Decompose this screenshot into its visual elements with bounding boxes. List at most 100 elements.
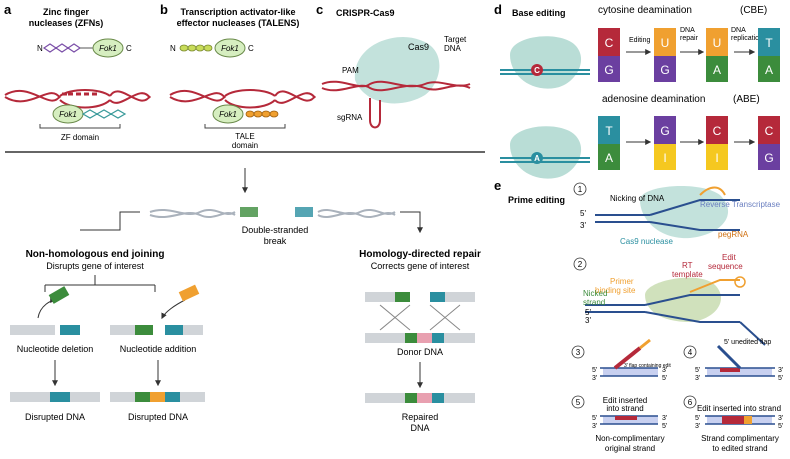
panel-a-letter: a (4, 2, 12, 17)
step-5-number: 5 (576, 398, 581, 407)
pegrna-label: pegRNA (718, 230, 749, 239)
talen-title-line1: Transcription activator-like (180, 7, 295, 17)
pe6-5prime-right: 5' (778, 423, 783, 430)
prime-editing-title: Prime editing (508, 195, 565, 205)
zfn-n-label: N (37, 44, 43, 53)
pe-cas9-1 (640, 185, 729, 239)
talen-c-label: C (248, 44, 254, 53)
cbe-tag: (CBE) (740, 5, 767, 16)
zfn-title-line1: Zinc finger (43, 7, 89, 17)
talen-fok1-label-bottom: Fok1 (219, 110, 237, 119)
fok1-label-top: Fok1 (99, 44, 117, 53)
cbe-top-2: U (661, 36, 670, 50)
repaired-dna-line2: DNA (410, 423, 429, 433)
zfn-title-line2: nucleases (ZFNs) (29, 18, 104, 28)
pe-dna-1 (595, 199, 740, 231)
pe4-5prime-left: 5' (695, 367, 700, 374)
zf-domain-label: ZF domain (61, 133, 99, 142)
ds-break-line1: Double-stranded (242, 225, 309, 235)
step6-dna (705, 415, 775, 425)
fok1-label-bottom: Fok1 (59, 110, 77, 119)
abe-top-1: T (605, 124, 613, 138)
abe-pair-1: T A (598, 116, 620, 170)
flap-edit-label: 3' flap containing edit (624, 363, 671, 369)
rt-template-line1: RT (682, 261, 693, 270)
cbe-pair-1: C G (598, 28, 620, 82)
comp-line1: Strand complimentary (701, 434, 779, 443)
abe-bottom-4: G (764, 151, 773, 165)
donor-dna-label: Donor DNA (397, 347, 443, 357)
pe4-5prime-right: 5' (778, 375, 783, 382)
zfn-dna (4, 89, 151, 109)
panel-d-letter: d (494, 2, 502, 17)
hdr-dna (365, 292, 475, 343)
cbe-base-pairs: C G Editing U G DNA repair U A DNA repli… (598, 27, 780, 82)
pe1-3prime: 3' (580, 221, 586, 230)
ds-break-line2: break (264, 236, 287, 246)
rt-template-line2: template (672, 270, 703, 279)
pe6-3prime-right: 3' (778, 415, 783, 422)
cbe-top-1: C (605, 36, 614, 50)
pe4-3prime-right: 3' (778, 367, 783, 374)
abe-bottom-3: I (715, 151, 718, 165)
target-dna-line2: DNA (444, 44, 462, 53)
abe-pair-4: C G (758, 116, 780, 170)
abe-bottom-1: A (605, 151, 613, 165)
edit-inserted-6: Edit inserted into strand (697, 404, 781, 413)
panel-a: a Zinc finger nucleases (ZFNs) N Fok1 C … (4, 2, 151, 142)
step-1-number: 1 (578, 185, 583, 194)
abe-bottom-2: I (663, 151, 666, 165)
base-editing-title: Base editing (512, 8, 566, 18)
pe2-5prime: 5' (585, 308, 591, 317)
deletion-dna (10, 286, 80, 335)
step5-dna (600, 415, 658, 425)
pe3-3prime-left: 3' (592, 375, 597, 382)
pe-cas9-2 (645, 277, 721, 322)
cas9-nuclease-label: Cas9 nuclease (620, 237, 673, 246)
abe-top-4: C (765, 124, 774, 138)
panel-b-letter: b (160, 2, 168, 17)
crispr-title: CRISPR-Cas9 (336, 8, 395, 18)
zf-domain-top: N Fok1 C (37, 38, 132, 58)
edit-seq-line1: Edit (722, 253, 737, 262)
nhej-subtitle: Disrupts gene of interest (46, 261, 144, 271)
hdr-branch-line (400, 211, 423, 234)
dna-repair-line1: DNA (680, 27, 695, 34)
abe-pair-2: G I (654, 116, 676, 170)
step-6-number: 6 (688, 398, 693, 407)
pe1-5prime: 5' (580, 209, 586, 218)
dna-replication-line1: DNA (731, 27, 746, 34)
abe-top-3: C (713, 124, 722, 138)
step-4-number: 4 (688, 348, 693, 357)
step3-dna (600, 338, 658, 377)
pe2-3prime: 3' (585, 316, 591, 325)
pe4-3prime-left: 3' (695, 375, 700, 382)
cbe-top-4: T (765, 36, 773, 50)
cbe-bottom-4: A (765, 63, 773, 77)
abe-enzyme-letter: A (534, 154, 540, 163)
cbe-complex: C (500, 36, 590, 89)
hdr-subtitle: Corrects gene of interest (371, 261, 470, 271)
pe5-5prime-right: 5' (662, 423, 667, 430)
pe6-3prime-left: 3' (695, 423, 700, 430)
panel-e: e Prime editing 1 5' 3' Nicking of DNA R… (494, 178, 783, 453)
disrupted-dna-2 (110, 392, 205, 402)
pe3-3prime-right: 3' (662, 367, 667, 374)
pe5-5prime-left: 5' (592, 415, 597, 422)
tale-domain-top: N Fok1 C (170, 38, 254, 58)
panel-c: c CRISPR-Cas9 Cas9 PAM Target DNA sgRNA (316, 2, 471, 129)
cbe-bottom-3: A (713, 63, 721, 77)
edit-inserted-5-line2: into strand (606, 404, 643, 413)
repaired-dna-line1: Repaired (402, 412, 439, 422)
editing-label: Editing (629, 37, 651, 44)
talen-fok1-label-top: Fok1 (221, 44, 239, 53)
abe-title: adenosine deamination (602, 94, 705, 105)
disrupted-dna-1 (10, 392, 100, 402)
pe5-3prime-right: 3' (662, 415, 667, 422)
zfn-c-label: C (126, 44, 132, 53)
nicked-strand-line1: Nicked (583, 289, 607, 298)
sgrna-label: sgRNA (337, 113, 363, 122)
noncomp-line1: Non-complimentary (595, 434, 664, 443)
dna-repair-line2: repair (680, 35, 699, 42)
edit-seq-line2: sequence (708, 262, 743, 271)
